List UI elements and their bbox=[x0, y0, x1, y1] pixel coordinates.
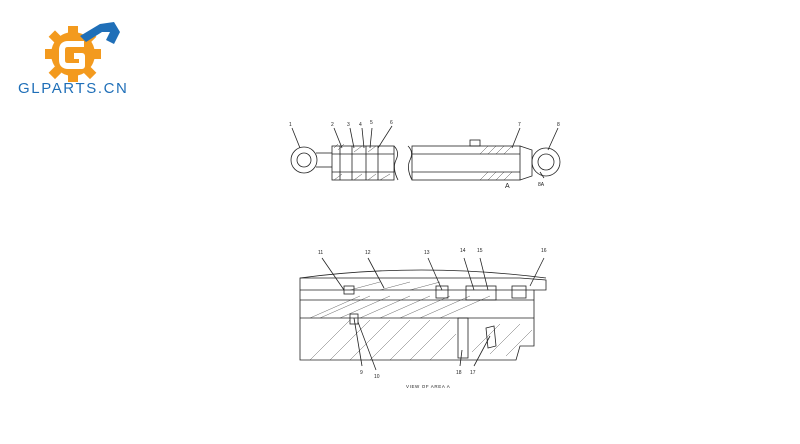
callout-17: 17 bbox=[470, 370, 476, 376]
section-pin bbox=[457, 317, 469, 359]
callout-10: 10 bbox=[374, 374, 380, 380]
callout-15: 15 bbox=[477, 248, 483, 254]
callout-5: 5 bbox=[370, 120, 373, 126]
callout-1: 1 bbox=[289, 122, 292, 128]
callout-16: 16 bbox=[541, 248, 547, 254]
rod-eye-right bbox=[531, 147, 561, 177]
rod-eye-left-bore bbox=[296, 152, 312, 168]
callout-7: 7 bbox=[518, 122, 521, 128]
gear-logo-icon bbox=[45, 22, 120, 82]
callout-12: 12 bbox=[365, 250, 371, 256]
callout-18: 18 bbox=[456, 370, 462, 376]
callout-9: 9 bbox=[360, 370, 363, 376]
callout-4: 4 bbox=[359, 122, 362, 128]
callout-8: 8 bbox=[557, 122, 560, 128]
rod-eye-right-bore bbox=[537, 153, 555, 171]
callout-11: 11 bbox=[318, 250, 323, 256]
callout-13: 13 bbox=[424, 250, 430, 256]
brand-name: GLPARTS.CN bbox=[18, 80, 129, 97]
view-caption: VIEW OF AREA A bbox=[406, 384, 450, 389]
callout-8a: 8A bbox=[538, 182, 545, 188]
glparts-logo bbox=[18, 14, 148, 106]
cylinder-barrel bbox=[411, 145, 521, 181]
area-marker: A bbox=[505, 183, 510, 190]
callout-14: 14 bbox=[460, 248, 466, 254]
callout-3: 3 bbox=[347, 122, 350, 128]
callout-6: 6 bbox=[390, 120, 393, 126]
cylinder-head bbox=[331, 145, 395, 181]
callout-2: 2 bbox=[331, 122, 334, 128]
rod-eye-left bbox=[290, 146, 318, 174]
